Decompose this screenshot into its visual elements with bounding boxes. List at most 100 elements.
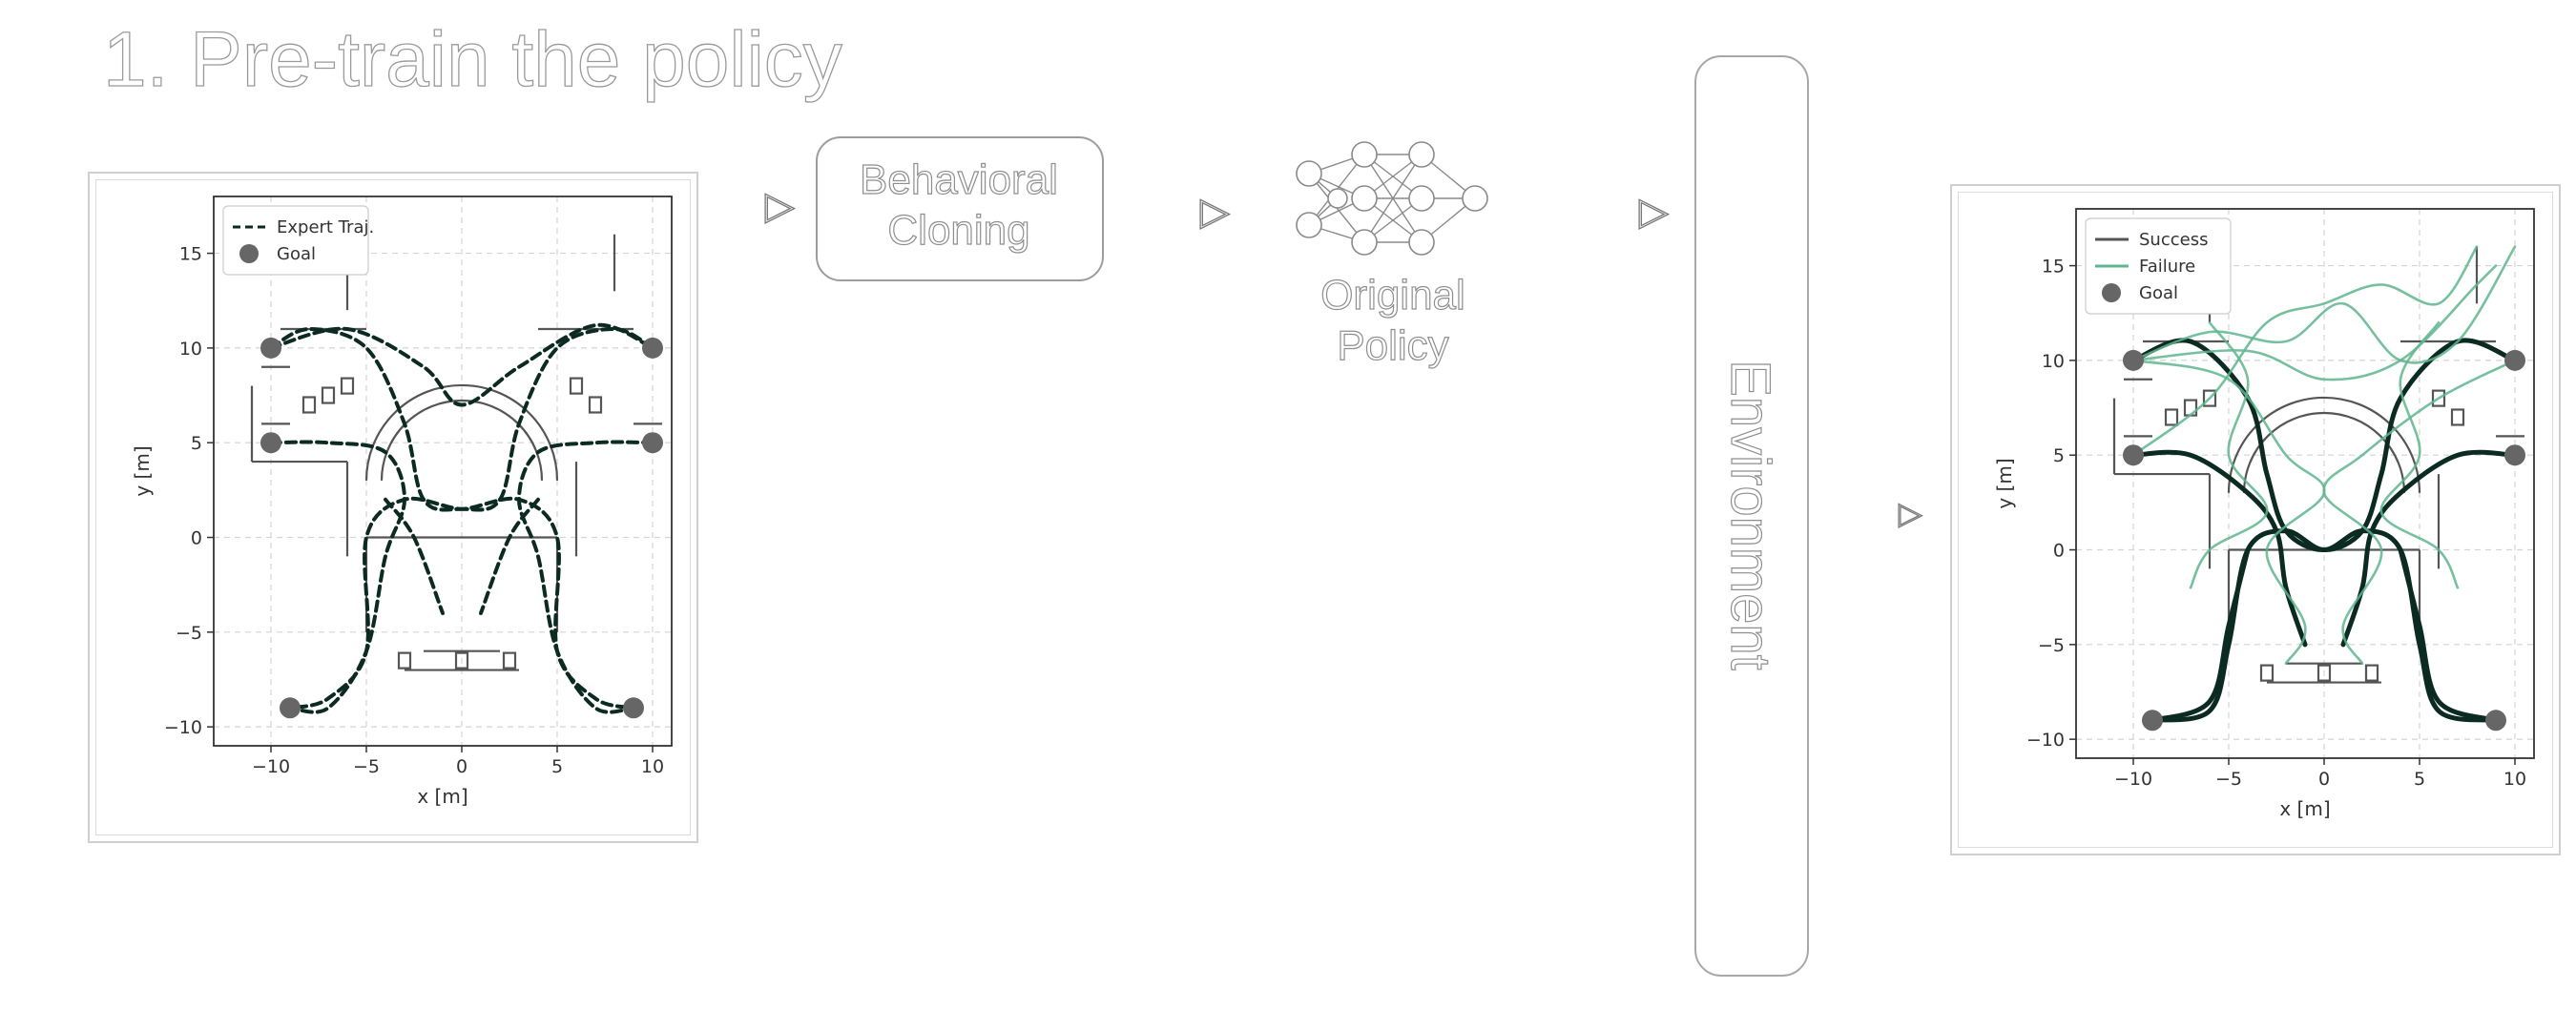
y-tick-label: 15: [179, 244, 202, 265]
goal-marker: [2485, 710, 2506, 731]
map-furniture: [2202, 389, 2217, 407]
y-tick-label: 0: [191, 528, 202, 549]
rollout-results-chart: −10 −5 0 5 10 15 10 5 0 −5 −10 x [m] y [m] SuccessFai…: [1993, 208, 2535, 820]
map-furniture: [2164, 408, 2179, 426]
goal-marker: [280, 697, 301, 719]
trajectory-line: [269, 322, 654, 407]
trajectory-line: [517, 440, 654, 714]
map-furniture: [2431, 389, 2446, 407]
goal-marker: [260, 432, 281, 454]
behavioral-cloning-label: Behavioral Cloning: [859, 155, 1058, 254]
y-tick-label: 15: [2042, 257, 2065, 278]
x-tick-label: −5: [2215, 769, 2242, 790]
y-tick-label: 5: [2053, 445, 2065, 466]
x-tick-label: −10: [2114, 769, 2152, 790]
trajectory-line: [269, 440, 406, 714]
arrow-right-icon: ▷: [1638, 191, 1669, 233]
x-tick-label: −5: [353, 756, 380, 777]
trajectory-line: [2322, 359, 2517, 665]
y-tick-label: −10: [164, 717, 202, 738]
trajectory-line: [2150, 547, 2251, 723]
x-tick-label: 10: [2503, 769, 2526, 790]
legend-label: Goal: [277, 244, 316, 264]
neural-network-icon: [1296, 141, 1488, 256]
arrow-right-icon: ▷: [1898, 496, 1922, 530]
environment-box: [1694, 55, 1809, 977]
trajectory-line: [2131, 264, 2498, 381]
axes-frame: [2075, 208, 2535, 759]
trajectory-line: [2131, 245, 2517, 364]
legend-label: Success: [2139, 230, 2208, 250]
x-axis-label: x [m]: [2279, 797, 2330, 820]
x-tick-label: 5: [2414, 769, 2425, 790]
x-axis-label: x [m]: [417, 785, 467, 808]
legend: Expert Traj. Goal: [222, 205, 374, 276]
legend-goal-marker: [239, 244, 259, 263]
y-tick-label: 0: [2053, 541, 2065, 562]
trajectory-line: [2398, 547, 2499, 723]
x-tick-label: −10: [252, 756, 290, 777]
behavioral-cloning-box: [816, 136, 1104, 281]
trajectory-line: [2131, 245, 2479, 457]
trajectory-line: [2189, 320, 2269, 589]
legend-label: Goal: [2139, 283, 2178, 303]
map-furniture: [301, 396, 317, 414]
goal-marker: [2123, 349, 2144, 371]
trajectory-line: [2150, 338, 2518, 723]
goal-marker: [2504, 444, 2525, 466]
x-tick-label: 10: [641, 756, 664, 777]
original-policy-label: Original Policy: [1320, 271, 1466, 369]
map-furniture: [569, 377, 584, 395]
map-furniture: [340, 377, 355, 395]
y-tick-label: −10: [2026, 730, 2065, 751]
x-tick-label: 0: [2318, 769, 2330, 790]
y-tick-label: −5: [2038, 635, 2065, 656]
map-furniture: [397, 651, 412, 670]
floor-plan-map: [2112, 246, 2524, 684]
legend-label: Failure: [2139, 257, 2195, 277]
y-tick-label: 10: [2042, 351, 2065, 372]
y-tick-label: 5: [191, 433, 202, 454]
map-furniture: [2364, 664, 2379, 682]
map-arc: [2227, 396, 2421, 493]
legend-box: [2085, 217, 2232, 315]
legend-goal-marker: [2102, 283, 2121, 302]
trajectory-line: [2130, 449, 2308, 648]
goal-marker: [2123, 444, 2144, 466]
trajectory-line: [2379, 320, 2460, 589]
map-furniture: [2450, 408, 2465, 426]
map-furniture: [502, 651, 517, 670]
x-tick-label: 5: [551, 756, 563, 777]
trajectory-line: [2340, 449, 2518, 648]
step-title: 1. Pre-train the policy: [102, 16, 842, 103]
goal-marker: [2142, 710, 2163, 731]
trajectory-line: [479, 497, 540, 615]
trajectory-line: [288, 327, 654, 711]
arrow-right-icon: ▷: [1199, 191, 1230, 233]
map-furniture: [2259, 664, 2275, 682]
y-axis-label: y [m]: [1993, 458, 2016, 508]
map-arc: [2242, 411, 2406, 493]
y-axis-label: y [m]: [131, 445, 154, 496]
map-furniture: [321, 386, 336, 404]
map-furniture: [454, 651, 469, 670]
trajectory-line: [384, 497, 445, 615]
map-furniture: [588, 396, 603, 414]
y-tick-label: −5: [176, 623, 202, 644]
environment-label: Environment: [1718, 360, 1781, 671]
legend-box: [222, 205, 369, 276]
goal-marker: [2504, 349, 2525, 371]
legend-label: Expert Traj.: [277, 217, 374, 237]
map-furniture: [2316, 664, 2332, 682]
goal-marker: [642, 337, 663, 359]
goal-marker: [642, 432, 663, 454]
floor-plan-map: [250, 234, 662, 671]
map-arc: [364, 383, 559, 481]
goal-marker: [260, 337, 281, 359]
axes-frame: [213, 196, 673, 747]
arrow-right-icon: ▷: [764, 185, 795, 227]
